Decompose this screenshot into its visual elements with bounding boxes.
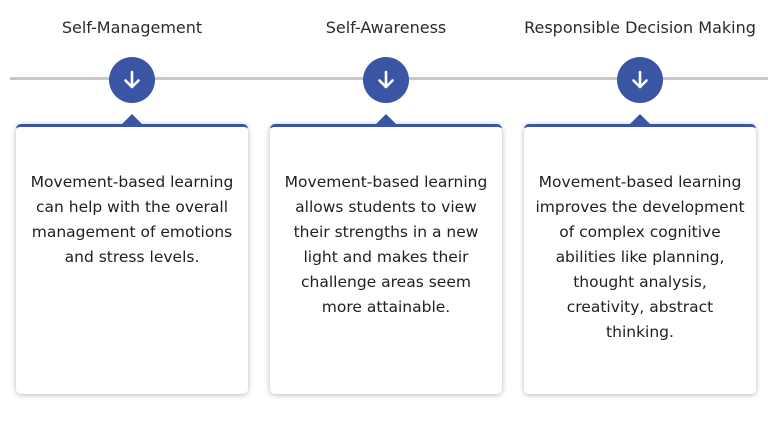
card: Movement-based learning can help with th… [16,114,248,394]
card-text: Movement-based learning can help with th… [30,173,234,266]
card-text: Movement-based learning allows students … [284,173,488,316]
card: Movement-based learning improves the dev… [524,114,756,394]
column-title: Responsible Decision Making [524,18,756,37]
column-title: Self-Management [61,18,203,37]
column-title: Self-Awareness [325,18,447,37]
card-pointer [121,114,143,125]
arrow-down-icon [617,57,663,103]
arrow-down-icon [109,57,155,103]
card: Movement-based learning allows students … [270,114,502,394]
card-pointer [375,114,397,125]
card-text: Movement-based learning improves the dev… [535,173,745,341]
card-pointer [629,114,651,125]
arrow-down-icon [363,57,409,103]
